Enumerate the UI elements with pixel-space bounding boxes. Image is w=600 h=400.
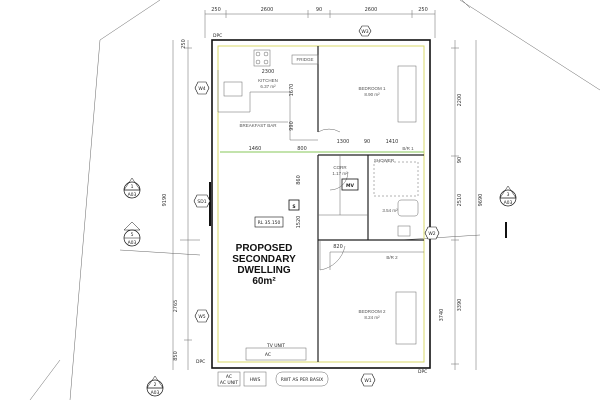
dim-right-6: 3740	[439, 309, 445, 322]
svg-text:W3: W3	[361, 29, 368, 35]
mv-label: MV	[346, 183, 354, 189]
kitchen-area: 6.37 m²	[260, 84, 276, 89]
dpc-label-top: DPC	[213, 33, 222, 39]
dim-right-1: 2200	[457, 94, 463, 107]
dim-right-4: 9690	[478, 194, 484, 207]
kitchen-label: KITCHEN	[258, 78, 278, 83]
dim-820: 820	[333, 244, 343, 250]
site-lines	[29, 0, 600, 400]
svg-text:1: 1	[131, 184, 134, 190]
corridor-label: CORR	[333, 165, 347, 170]
ac-unit-label-1: AC	[226, 374, 232, 380]
window-tag-w5: W5	[194, 309, 210, 323]
section-marker-1: 1 A03	[123, 177, 141, 199]
title-line-3: DWELLING	[237, 265, 291, 276]
corridor-area: 1.17 m²	[332, 171, 348, 176]
svg-text:A03: A03	[128, 240, 137, 246]
dim-top-1: 250	[211, 7, 221, 13]
inner-dimensions: 1300 90 1410 1460 800 2300 1670 990 860 …	[249, 69, 399, 250]
ac-unit-label-2: AC UNIT	[220, 380, 239, 386]
window-tag-w2: W2	[424, 226, 440, 240]
tv-unit-label: TV UNIT	[266, 343, 285, 349]
svg-text:A03: A03	[504, 200, 513, 206]
building-walls	[209, 39, 507, 387]
dim-1410: 1410	[386, 139, 399, 145]
dim-right-2: 90	[457, 157, 463, 163]
dim-860: 860	[296, 175, 302, 185]
dim-90: 90	[364, 139, 370, 145]
section-marker-2: 2 A03	[146, 375, 164, 397]
dim-top-4: 2600	[365, 7, 378, 13]
title-line-1: PROPOSED	[236, 243, 293, 254]
window-tag-sd1: SD1	[193, 194, 211, 208]
dpc-label-bottom: DPC	[418, 369, 427, 375]
dim-top-5: 250	[418, 7, 428, 13]
svg-text:W1: W1	[364, 378, 371, 384]
window-tag-w1: W1	[360, 373, 376, 387]
dim-top-3: 90	[316, 7, 322, 13]
shower-label: SHOWER	[374, 158, 395, 163]
window-tag-w4: W4	[194, 81, 210, 95]
smoke-detector-label: S	[292, 204, 295, 210]
bedroom2-label: BEDROOM 2	[358, 309, 386, 314]
wir2-label: B/R 2	[386, 255, 398, 260]
dim-left-2: 9190	[162, 194, 168, 207]
svg-text:SD1: SD1	[197, 199, 206, 205]
dim-left-3: 2765	[173, 300, 179, 313]
dim-right-3: 2510	[457, 194, 463, 207]
dim-2300: 2300	[262, 69, 275, 75]
svg-text:A03: A03	[151, 390, 160, 396]
dim-1300: 1300	[337, 139, 350, 145]
top-dimensions: 250 2600 90 2600 250	[204, 7, 436, 38]
dim-990: 990	[289, 121, 295, 131]
svg-text:W5: W5	[198, 314, 205, 320]
svg-text:5: 5	[131, 232, 134, 238]
svg-text:W2: W2	[428, 231, 435, 237]
left-dimensions: 250 9190 2765 850	[162, 39, 192, 370]
dim-1670: 1670	[289, 84, 295, 97]
bedroom1-label: BEDROOM 1	[358, 86, 386, 91]
wir1-label: B/R 1	[402, 146, 414, 151]
dim-right-5: 3390	[457, 299, 463, 312]
bedroom1-area: 8.90 m²	[364, 92, 380, 97]
title-line-2: SECONDARY	[232, 254, 296, 265]
section-marker-3: 3 A03	[499, 185, 517, 207]
svg-text:2: 2	[154, 382, 157, 388]
window-tag-w3: W3	[358, 25, 372, 37]
title-line-4: 60m²	[252, 276, 276, 287]
bedroom2-area: 8.24 m²	[364, 315, 380, 320]
rl-label: RL 35.150	[258, 220, 281, 226]
dim-top-2: 2600	[261, 7, 274, 13]
section-marker-5: 5 A03	[123, 221, 141, 247]
shower-area: 3.54 m²	[382, 208, 398, 213]
hws-label: HWS	[250, 377, 261, 383]
dim-left-4: 850	[173, 351, 179, 361]
breakfast-bar-label: BREAKFAST BAR	[240, 123, 278, 128]
right-dimensions: 2200 90 2510 9690 3390 3740	[439, 40, 484, 370]
dim-left-1: 250	[181, 39, 187, 49]
fridge-label: FRIDGE	[296, 57, 313, 62]
svg-text:3: 3	[507, 192, 510, 198]
ac-label: AC	[265, 352, 271, 358]
dpc-label-left: DPC	[196, 359, 205, 365]
dim-1520: 1520	[296, 216, 302, 229]
svg-text:W4: W4	[198, 86, 205, 92]
rwt-label: RWT AS PER BASIX	[281, 377, 323, 383]
dim-800: 800	[297, 146, 307, 152]
svg-text:A03: A03	[128, 192, 137, 198]
dim-1460: 1460	[249, 146, 262, 152]
